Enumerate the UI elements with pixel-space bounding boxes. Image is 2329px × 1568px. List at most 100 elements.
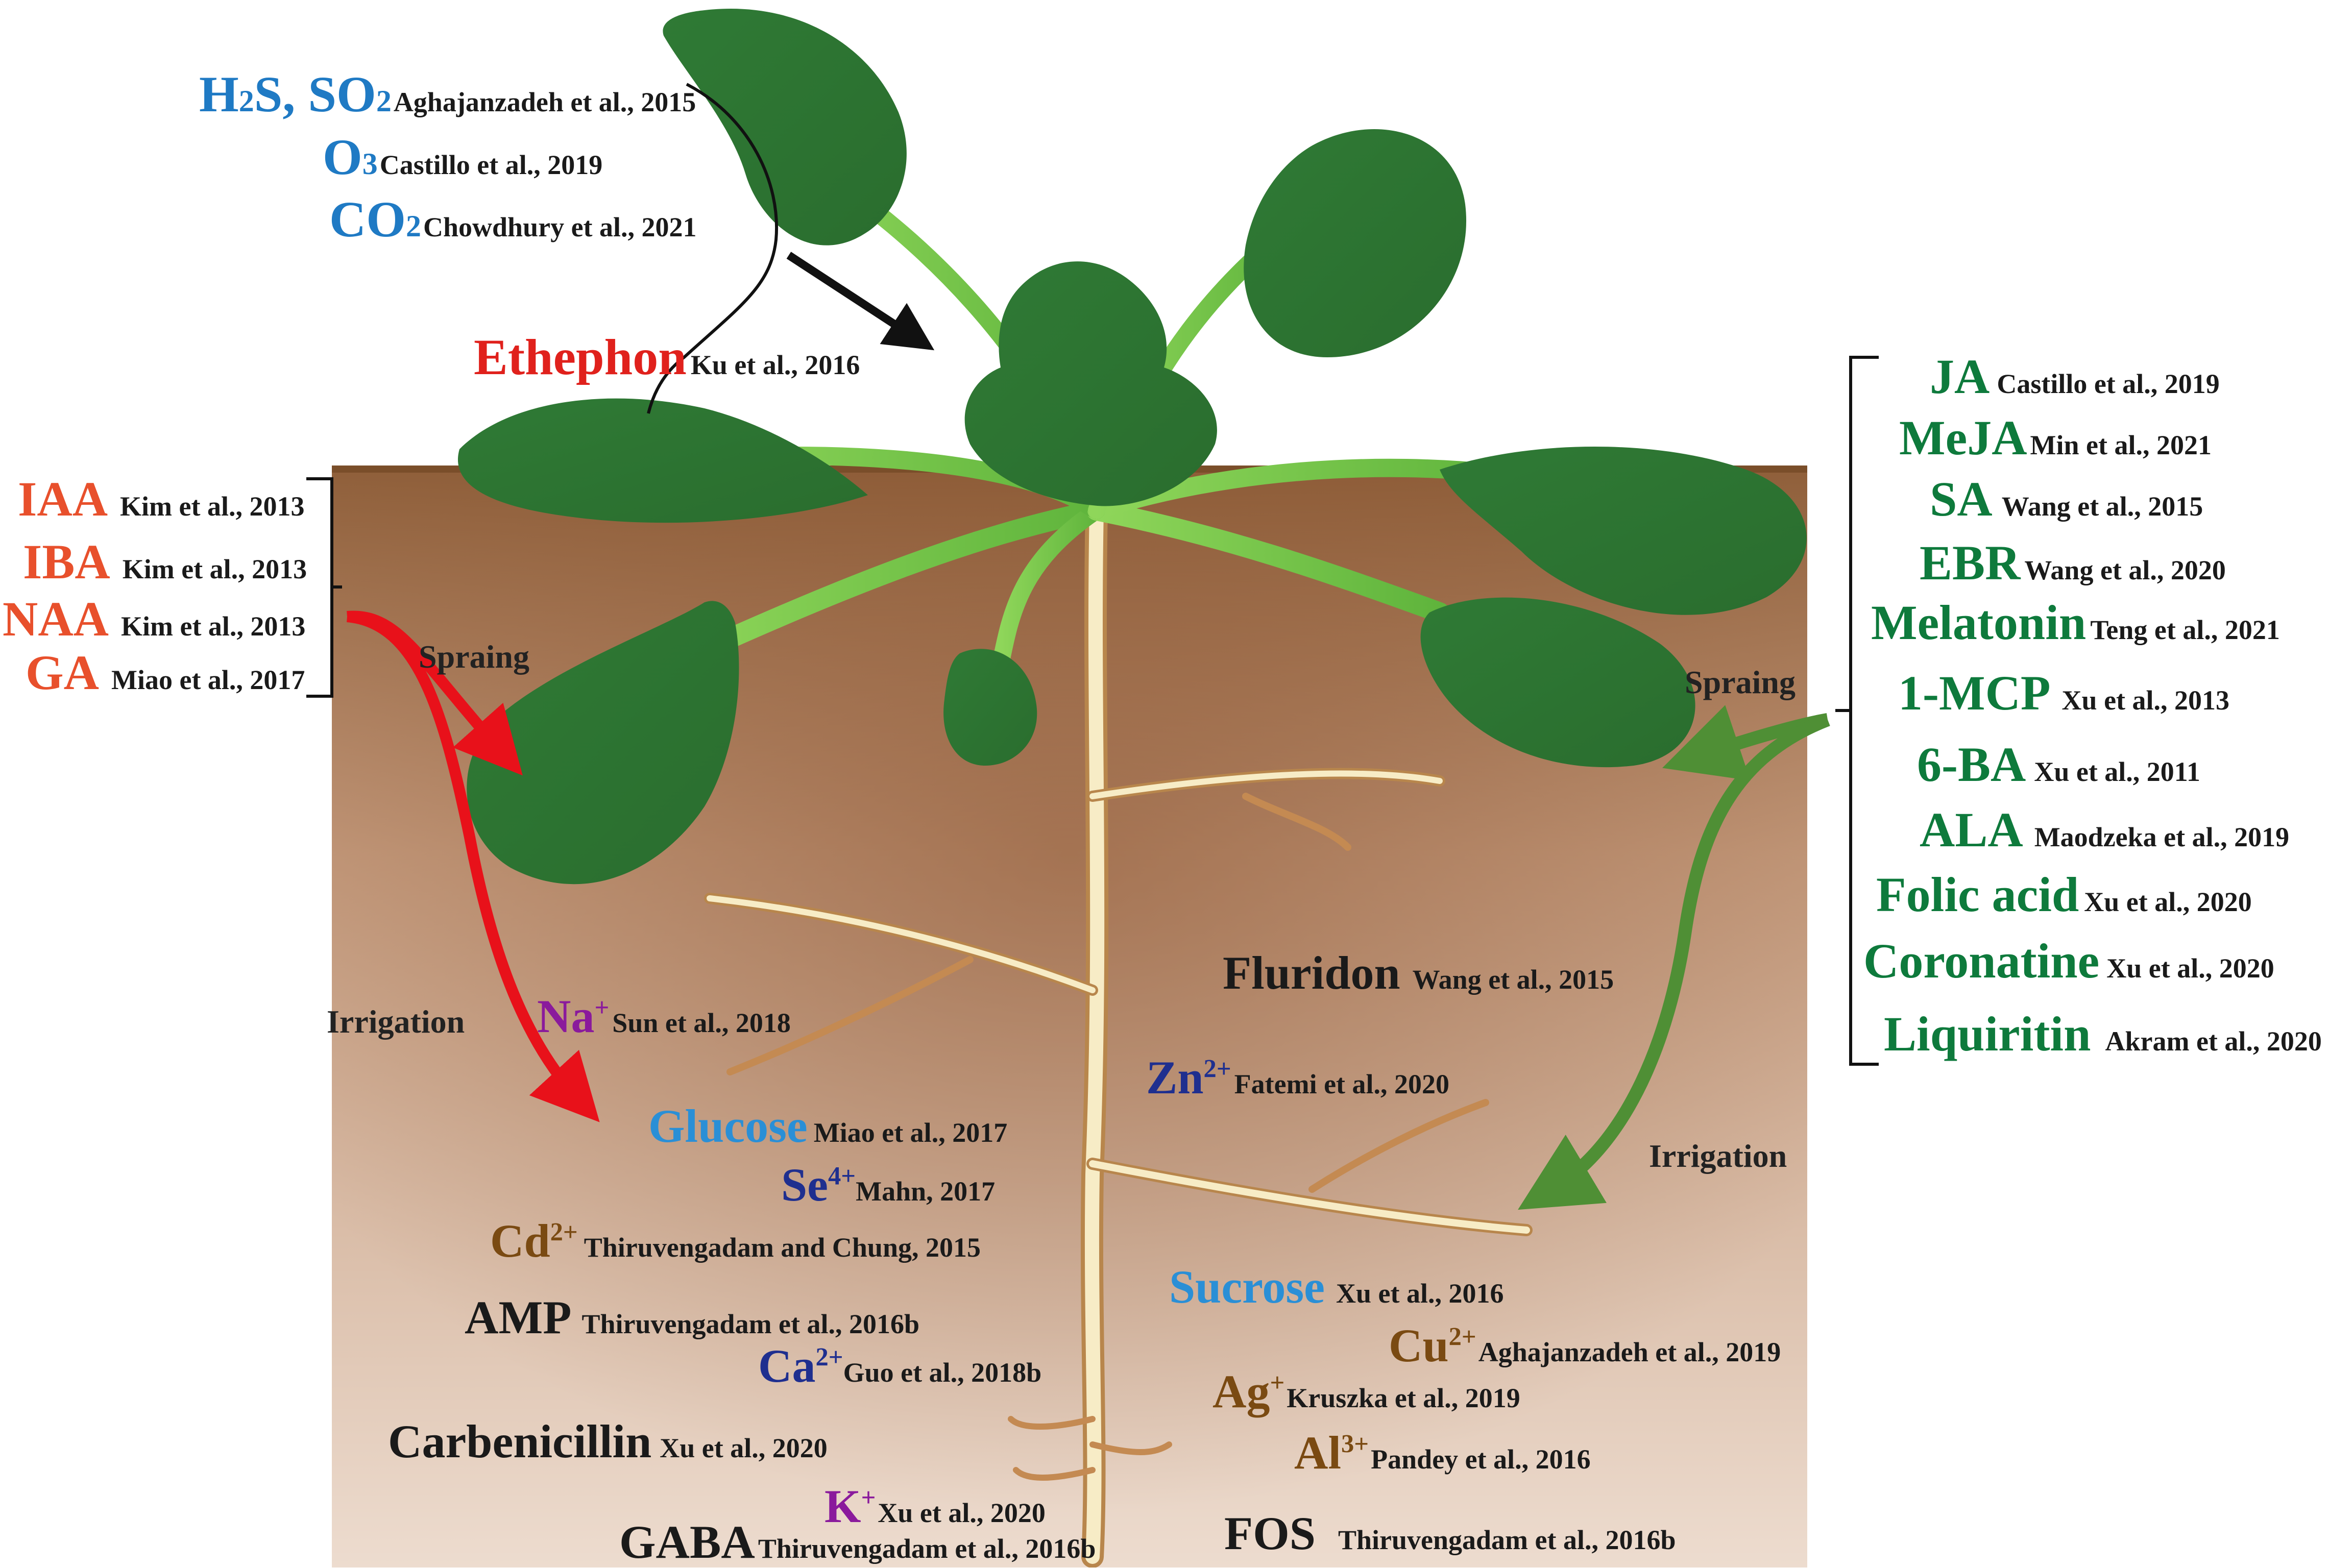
- gaba-citation: Thiruvengadam et al., 2016b: [758, 1533, 1096, 1564]
- leaf-right-upper: [1440, 447, 1807, 615]
- h2s-so2-citation: Aghajanzadeh et al., 2015: [393, 87, 696, 117]
- ja-citation: Castillo et al., 2019: [1997, 369, 2220, 399]
- air-item-o3: O3 Castillo et al., 2019: [323, 132, 602, 183]
- 6ba-term: 6-BA: [1917, 737, 2026, 792]
- ala-citation: Maodzeka et al., 2019: [2034, 822, 2290, 852]
- sa-term: SA: [1930, 472, 1993, 526]
- leaf-left-upper: [457, 398, 868, 523]
- iba-citation: Kim et al., 2013: [122, 554, 307, 584]
- ebr-term: EBR: [1920, 535, 2021, 590]
- 1mcp-citation: Xu et al., 2013: [2061, 685, 2230, 716]
- cd-citation: Thiruvengadam and Chung, 2015: [584, 1232, 981, 1263]
- right-item-ala: ALA Maodzeka et al., 2019: [1920, 805, 2289, 854]
- right-bracket: [1835, 356, 1879, 1066]
- lateral-root-4: [726, 956, 974, 1075]
- folic-acid-term: Folic acid: [1876, 867, 2079, 922]
- melatonin-citation: Teng et al., 2021: [2090, 615, 2280, 645]
- o3-term: O3: [323, 129, 378, 185]
- right-item-sa: SA Wang et al., 2015: [1930, 475, 2203, 524]
- na-citation: Sun et al., 2018: [612, 1008, 791, 1038]
- soil-item-carbenicillin: Carbenicillin Xu et al., 2020: [388, 1418, 828, 1465]
- amp-term: AMP: [465, 1291, 572, 1343]
- right-item-ja: JA Castillo et al., 2019: [1930, 352, 2220, 401]
- lateral-root-9: [1013, 1467, 1096, 1481]
- irrigation-label-left: Irrigation: [327, 1003, 465, 1040]
- soil-item-cu: Cu2+Aghajanzadeh et al., 2019: [1389, 1322, 1781, 1369]
- leaves: [457, 8, 1807, 885]
- fos-citation: Thiruvengadam et al., 2016b: [1338, 1525, 1676, 1555]
- soil-item-ca: Ca2+Guo et al., 2018b: [758, 1342, 1041, 1389]
- cu-term: Cu2+: [1389, 1319, 1476, 1371]
- al-term: Al3+: [1294, 1427, 1369, 1479]
- left-item-iba: IBA Kim et al., 2013: [23, 537, 307, 586]
- soil-item-fos: FOS Thiruvengadam et al., 2016b: [1224, 1510, 1676, 1557]
- sa-citation: Wang et al., 2015: [2001, 491, 2203, 522]
- irrigation-label-right: Irrigation: [1649, 1138, 1787, 1174]
- meja-term: MeJA: [1899, 410, 2027, 465]
- root-system: [704, 499, 1533, 1567]
- left-item-naa: NAA Kim et al., 2013: [3, 595, 305, 644]
- iaa-term: IAA: [18, 472, 108, 526]
- air-item-co2: CO2 Chowdhury et al., 2021: [329, 194, 697, 245]
- ga-citation: Miao et al., 2017: [111, 665, 305, 695]
- air-brace: [647, 83, 778, 414]
- left-item-iaa: IAA Kim et al., 2013: [18, 475, 304, 524]
- spraying-label-left: Spraing: [419, 639, 529, 675]
- leaf-right-lower: [1420, 597, 1695, 768]
- soil-item-cd: Cd2+ Thiruvengadam and Chung, 2015: [490, 1217, 981, 1264]
- 1mcp-term: 1-MCP: [1898, 666, 2051, 720]
- soil-item-k: K+Xu et al., 2020: [824, 1483, 1046, 1530]
- air-item-h2s-so2: H2S, SO2 Aghajanzadeh et al., 2015: [199, 69, 696, 120]
- co2-term: CO2: [329, 191, 421, 248]
- ala-term: ALA: [1920, 802, 2023, 857]
- lateral-root-7: [1008, 1416, 1096, 1430]
- na-term: Na+: [537, 990, 610, 1042]
- k-term: K+: [824, 1480, 876, 1532]
- liquiritin-term: Liquiritin: [1884, 1007, 2091, 1061]
- carbenicillin-citation: Xu et al., 2020: [660, 1433, 828, 1463]
- left-bracket: [306, 477, 342, 698]
- soil-item-fluridon: Fluridon Wang et al., 2015: [1223, 949, 1614, 996]
- carbenicillin-term: Carbenicillin: [388, 1415, 652, 1467]
- co2-citation: Chowdhury et al., 2021: [423, 212, 697, 242]
- ca-term: Ca2+: [758, 1340, 843, 1392]
- soil-item-zn: Zn2+Fatemi et al., 2020: [1146, 1054, 1449, 1101]
- ga-term: GA: [26, 645, 99, 700]
- green-irrigation-arrow: [1518, 713, 1830, 1210]
- o3-citation: Castillo et al., 2019: [379, 150, 603, 180]
- spraying-label-right: Spraing: [1685, 664, 1796, 700]
- red-irrigation-arrow: [346, 611, 600, 1122]
- ca-citation: Guo et al., 2018b: [843, 1357, 1042, 1388]
- zn-term: Zn2+: [1146, 1051, 1231, 1104]
- naa-citation: Kim et al., 2013: [120, 611, 306, 642]
- ja-term: JA: [1930, 349, 1990, 404]
- folic-acid-citation: Xu et al., 2020: [2084, 887, 2252, 917]
- h2s-so2-term: H2S, SO2: [199, 66, 392, 122]
- fluridon-citation: Wang et al., 2015: [1412, 964, 1614, 995]
- se-citation: Mahn, 2017: [856, 1176, 996, 1207]
- soil-item-ag: Ag+Kruszka et al., 2019: [1212, 1368, 1520, 1415]
- fluridon-term: Fluridon: [1223, 947, 1400, 999]
- lateral-root-8: [1089, 1441, 1172, 1455]
- cd-term: Cd2+: [490, 1215, 578, 1267]
- soil-item-amp: AMP Thiruvengadam et al., 2016b: [465, 1294, 919, 1341]
- al-citation: Pandey et al., 2016: [1371, 1444, 1591, 1475]
- cu-citation: Aghajanzadeh et al., 2019: [1478, 1337, 1781, 1367]
- soil-item-se: Se4+Mahn, 2017: [781, 1161, 995, 1208]
- lateral-root-6: [1308, 1099, 1489, 1193]
- coronatine-term: Coronatine: [1863, 934, 2100, 988]
- glucose-term: Glucose: [648, 1100, 808, 1152]
- fos-term: FOS: [1224, 1507, 1316, 1559]
- leaf-left-lower: [467, 601, 739, 885]
- ethephon-citation: Ku et al., 2016: [690, 350, 860, 380]
- air-arrow: [786, 252, 935, 351]
- soil-item-sucrose: Sucrose Xu et al., 2016: [1169, 1263, 1503, 1310]
- leaf-top-right: [1244, 129, 1467, 357]
- right-item-liquiritin: Liquiritin Akram et al., 2020: [1884, 1010, 2322, 1059]
- leaf-center-small: [943, 649, 1037, 766]
